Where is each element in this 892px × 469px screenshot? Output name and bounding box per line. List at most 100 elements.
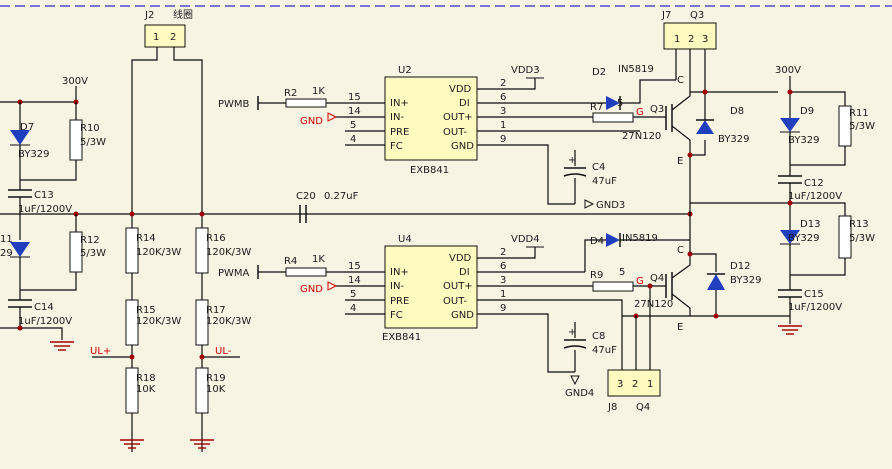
r18-body (125, 367, 139, 414)
r15-value: 120K/3W (136, 316, 181, 327)
d12-diode (707, 274, 725, 290)
u4-n3: 3 (500, 275, 506, 286)
r10-value: 5/3W (80, 137, 106, 148)
q3-e: E (677, 156, 683, 167)
ground-symbol (50, 341, 74, 351)
gnd3-label: GND3 (596, 200, 625, 211)
q4-e: E (677, 322, 683, 333)
r12-value: 5/3W (80, 248, 106, 259)
r4-label: R4 (284, 256, 297, 267)
gnd-arrow (327, 281, 338, 291)
r4-value: 1K (312, 254, 325, 265)
c8-label: C8 (592, 331, 605, 342)
j7-pin2: 2 (688, 34, 694, 45)
r17-body (195, 299, 209, 346)
u4-pin-di: DI (459, 267, 470, 278)
r18-value: 10K (136, 384, 156, 395)
r10-label: R10 (80, 123, 100, 134)
u4-chip (384, 245, 478, 329)
r9-label: R9 (590, 270, 603, 281)
c4-plus: + (568, 155, 576, 166)
junction (129, 211, 135, 217)
u4-pin-pre: PRE (390, 296, 409, 307)
gnd-arrow (327, 112, 338, 122)
ground-symbol (190, 439, 214, 449)
u4-pin-out-plus: OUT+ (443, 281, 473, 292)
junction (199, 211, 205, 217)
u2-chip (384, 76, 478, 161)
u2-pin-di: DI (459, 98, 470, 109)
j7-q-label: Q3 (690, 10, 704, 21)
j7-pin1: 1 (674, 34, 680, 45)
c15-label: C15 (804, 289, 824, 300)
c4-value: 47uF (592, 176, 617, 187)
junction (687, 152, 693, 158)
junction (713, 313, 719, 319)
junction (647, 283, 653, 289)
r13-label: R13 (849, 219, 869, 230)
r2-label: R2 (284, 88, 297, 99)
c8-plus: + (568, 327, 576, 338)
wire-300v-left (0, 86, 77, 103)
r16-value: 120K/3W (206, 247, 251, 258)
d2-part: IN5819 (618, 64, 654, 75)
gnd3-arrow (584, 199, 595, 209)
u4-n2: 2 (500, 247, 506, 258)
r19-value: 10K (206, 384, 226, 395)
junction (129, 354, 135, 360)
u2-right-pins (477, 78, 640, 205)
u4-n15: 15 (348, 261, 361, 272)
r9-value: 5 (619, 267, 625, 278)
d9-part: BY329 (788, 135, 820, 146)
right-upper-wires (789, 132, 846, 176)
d8-part: BY329 (718, 134, 750, 145)
u4-pin-vdd: VDD (449, 253, 472, 264)
r2-value: 1K (312, 86, 325, 97)
ul-minus-label: UL- (215, 346, 232, 357)
u2-pin-in-minus: IN- (390, 112, 404, 123)
d13-diode (780, 230, 800, 244)
pwmb-label: PWMB (218, 99, 250, 110)
q3-part: 27N120 (622, 131, 661, 142)
d7-label: D7 (20, 122, 34, 133)
u2-pin-in-plus: IN+ (390, 98, 409, 109)
d9-label: D9 (800, 106, 814, 117)
d7-part: BY329 (18, 149, 50, 160)
d11-part: 29 (0, 248, 13, 259)
d11-diode (10, 242, 30, 257)
d2-diode (606, 96, 620, 110)
u4-n5: 5 (350, 289, 356, 300)
r7-body (592, 112, 634, 123)
u2-pin-out-minus: OUT- (443, 127, 467, 138)
junction (199, 354, 205, 360)
c12-label: C12 (804, 178, 824, 189)
q4-part: 27N120 (634, 299, 673, 310)
u2-n9: 9 (500, 134, 506, 145)
r15-body (125, 299, 139, 346)
c15-value: 1uF/1200V (788, 302, 842, 313)
j2-connector (144, 24, 186, 48)
r18-label: R18 (136, 373, 156, 384)
j7-connector (663, 22, 717, 50)
q4-gate-label: G (636, 276, 644, 287)
j2-label: J2 (144, 10, 154, 21)
j8-connector (607, 369, 661, 397)
r16-label: R16 (206, 233, 226, 244)
j8-label: J8 (607, 402, 617, 413)
u4-right-pins (477, 247, 623, 395)
u2-n15: 15 (348, 92, 361, 103)
r12-label: R12 (80, 235, 100, 246)
j8-pin1: 1 (647, 379, 653, 390)
d2-label: D2 (592, 67, 606, 78)
c14-value: 1uF/1200V (18, 316, 72, 327)
d4-diode (606, 233, 620, 247)
r16-body (195, 227, 209, 274)
r19-label: R19 (206, 373, 226, 384)
q4-ce (671, 214, 691, 316)
right-300v-label: 300V (775, 65, 801, 76)
gnd4-arrow (570, 375, 580, 386)
c4-plate-curved (563, 173, 587, 177)
gnd-label-u4: GND (300, 284, 323, 295)
j8-pin2: 2 (632, 379, 638, 390)
